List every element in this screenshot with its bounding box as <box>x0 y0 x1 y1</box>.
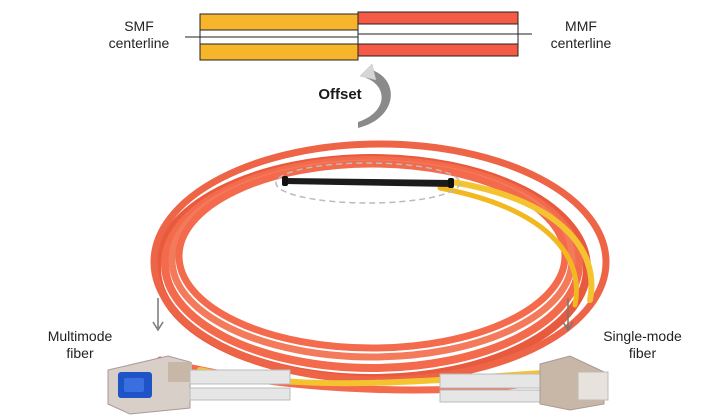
lc-connector-singlemode <box>439 355 609 411</box>
curved-arrow-icon <box>358 63 391 128</box>
mmf-centerline-label: MMF centerline <box>550 18 612 51</box>
mmf-core-bottom <box>357 43 519 57</box>
offset-diagram <box>185 11 532 61</box>
multimode-fiber-label: Multimode fiber <box>47 328 113 361</box>
smf-core-bottom <box>199 43 359 61</box>
splice-highlight <box>275 162 461 204</box>
splice-sleeve <box>282 176 454 188</box>
offset-label: Offset <box>318 86 362 103</box>
singlemode-fiber-label: Single-mode fiber <box>603 328 682 361</box>
down-arrow-icon <box>152 298 574 332</box>
mmf-core-top <box>357 11 519 25</box>
smf-core-top <box>199 13 359 31</box>
lc-connector-multimode <box>107 355 291 415</box>
smf-centerline-label: SMF centerline <box>108 18 170 51</box>
